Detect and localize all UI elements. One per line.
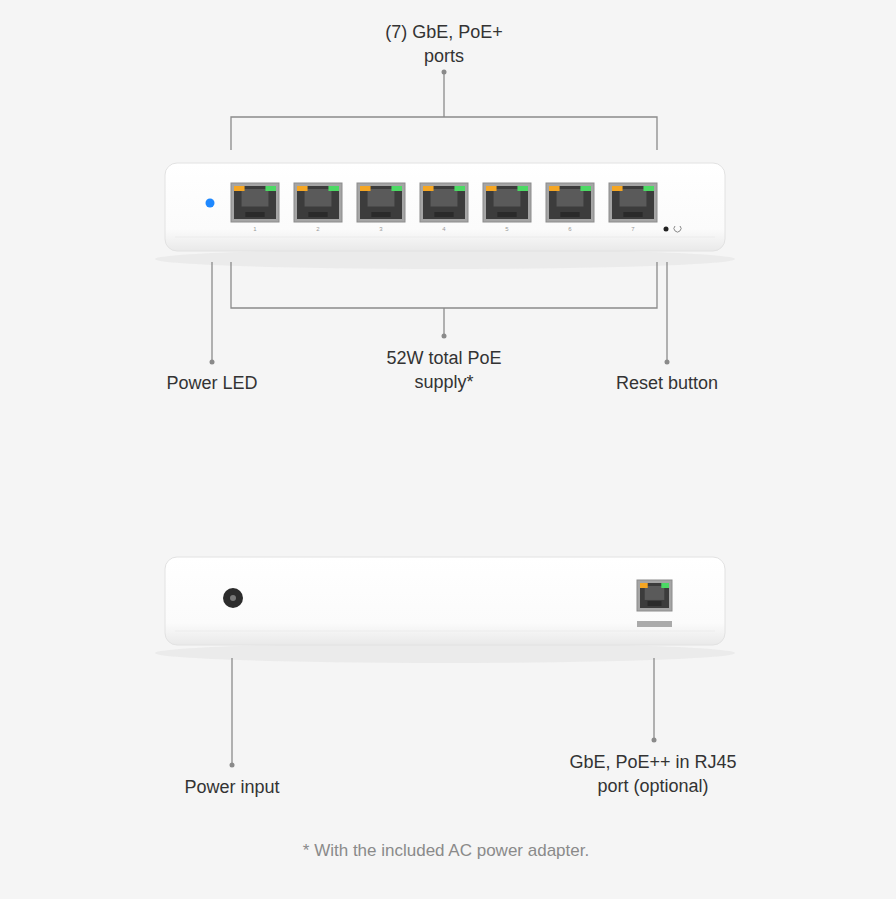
reset-leader <box>666 262 667 362</box>
top-bracket <box>231 117 657 150</box>
callout-label: GbE, PoE++ in RJ45 port (optional) <box>558 750 748 798</box>
rj45-port <box>231 183 279 222</box>
rj45-port <box>609 183 657 222</box>
port-number: 6 <box>555 226 585 233</box>
port-number: 5 <box>492 226 522 233</box>
rj45-port <box>420 183 468 222</box>
led-leader <box>211 262 212 362</box>
rj45-port <box>546 183 594 222</box>
rj45-port <box>637 580 672 611</box>
leader-dot <box>665 360 670 365</box>
body-edge <box>175 237 715 238</box>
port-number: 3 <box>366 226 396 233</box>
body-edge <box>175 631 715 632</box>
footnote: * With the included AC power adapter. <box>236 839 656 863</box>
port-leader <box>653 658 654 740</box>
reset-icon <box>674 226 681 232</box>
bottom-bracket <box>231 262 657 308</box>
switch-front <box>165 163 725 251</box>
rj45-port <box>294 183 342 222</box>
callout-label: Power LED <box>112 371 312 395</box>
rj45-port <box>483 183 531 222</box>
port-badge <box>637 621 672 627</box>
callout-label: Reset button <box>567 371 767 395</box>
callout-label: (7) GbE, PoE+ ports <box>369 20 519 68</box>
callout-label: Power input <box>132 775 332 799</box>
port-number: 7 <box>618 226 648 233</box>
rj45-port <box>357 183 405 222</box>
port-number: 1 <box>240 226 270 233</box>
reset-hole <box>664 227 669 232</box>
leader-dot <box>230 763 235 768</box>
shadow <box>155 249 735 269</box>
leader-dot <box>210 360 215 365</box>
switch-back <box>165 557 725 645</box>
power-jack-pin <box>230 595 236 601</box>
power-led <box>206 199 215 208</box>
poe-leader <box>443 308 444 336</box>
callout-label: 52W total PoE supply* <box>364 346 524 394</box>
power-leader <box>231 658 232 765</box>
power-jack <box>223 588 243 608</box>
port-number: 2 <box>303 226 333 233</box>
leader-dot <box>652 738 657 743</box>
port-number: 4 <box>429 226 459 233</box>
leader-dot <box>442 334 447 339</box>
leader-dot <box>442 70 447 75</box>
shadow <box>155 643 735 663</box>
top-leader <box>443 72 444 117</box>
